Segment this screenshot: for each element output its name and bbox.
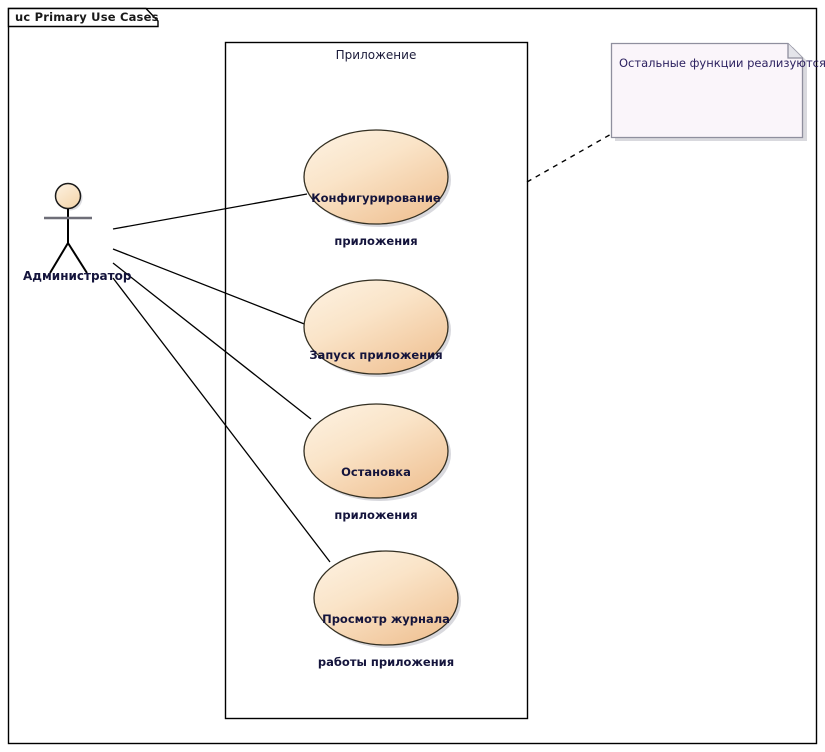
- association-lines: [112, 193, 331, 563]
- actor-head-icon: [54, 182, 82, 210]
- association-line-viewlog: [112, 277, 331, 563]
- note-text-label: Остальные функции реализуются иными сред…: [619, 56, 825, 70]
- actor-name-label: Администратор: [23, 269, 132, 283]
- use-case-label-viewlog-line1: Просмотр журнала: [322, 611, 450, 626]
- system-boundary-label: Приложение: [335, 48, 417, 62]
- use-case-label-start: Запуск приложения: [296, 319, 456, 391]
- use-case-label-configure: Конфигурирование приложения: [296, 162, 456, 277]
- actor-left-leg-line: [49, 242, 69, 274]
- association-line-start: [112, 248, 313, 328]
- use-case-label-viewlog: Просмотр журнала работы приложения: [306, 583, 466, 698]
- use-case-label-stop: Остановка приложения: [296, 436, 456, 551]
- association-line-stop: [112, 262, 312, 420]
- frame-title-label: uc Primary Use Cases: [15, 10, 159, 24]
- use-case-label-stop-line1: Остановка: [341, 464, 411, 479]
- use-case-label-configure-line2: приложения: [334, 233, 418, 248]
- use-case-label-configure-line1: Конфигурирование: [311, 190, 441, 205]
- use-case-ellipse-configure[interactable]: [303, 129, 449, 225]
- actor-stick-figure-icon[interactable]: [44, 182, 92, 274]
- note-fold-corner-icon: [787, 43, 803, 59]
- use-case-label-stop-line2: приложения: [334, 507, 418, 522]
- use-case-ellipse-start[interactable]: [303, 279, 449, 375]
- use-case-ellipse-viewlog[interactable]: [313, 550, 459, 646]
- actor-right-leg-line: [67, 242, 88, 274]
- use-case-shapes: [303, 129, 461, 648]
- system-boundary-box: [224, 41, 529, 720]
- association-line-configure: [112, 193, 308, 230]
- use-case-label-viewlog-line2: работы приложения: [317, 654, 455, 669]
- use-case-ellipse-stop[interactable]: [303, 403, 449, 499]
- note-anchor-line: [526, 132, 614, 183]
- note-body: [610, 42, 804, 139]
- diagram-frame: [7, 7, 818, 745]
- note-shape[interactable]: [610, 42, 808, 142]
- use-case-label-start-line1: Запуск приложения: [309, 347, 443, 362]
- frame-title-tab: [7, 7, 159, 28]
